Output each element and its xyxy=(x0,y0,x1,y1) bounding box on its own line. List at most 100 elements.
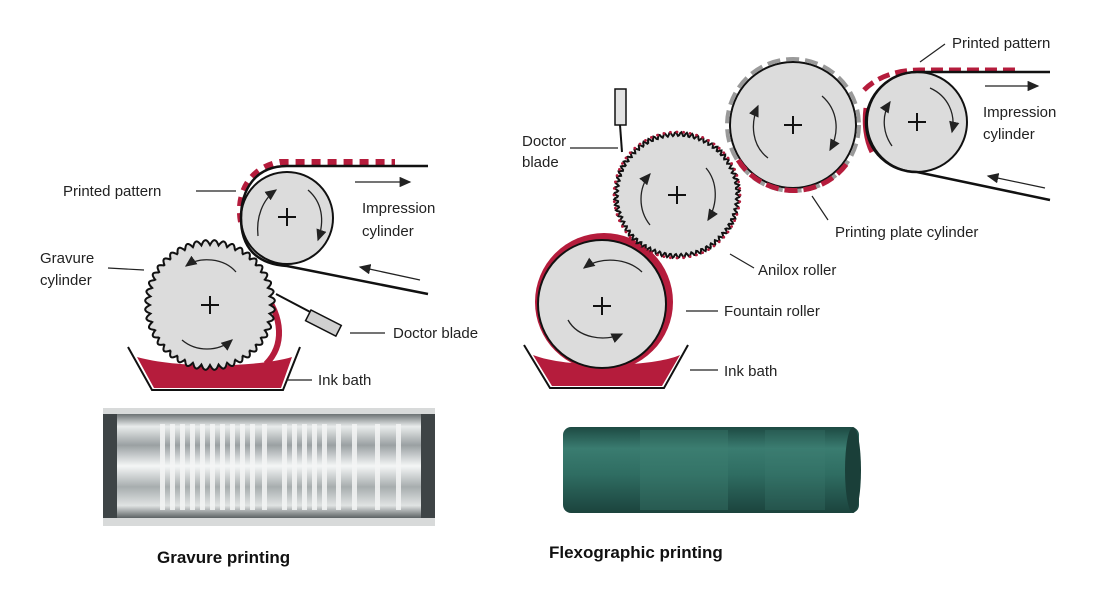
flexo-ink-bath-label: Ink bath xyxy=(724,363,777,380)
engraved-groove xyxy=(220,424,225,510)
anilox-cell xyxy=(737,206,740,210)
engraved-groove xyxy=(200,424,205,510)
anilox-cell xyxy=(738,193,742,197)
flexo-plate-center-icon xyxy=(784,116,802,134)
anilox-cell xyxy=(618,219,621,223)
engraved-groove xyxy=(302,424,307,510)
gravure-impression-label-1: Impression xyxy=(362,200,435,217)
anilox-cell xyxy=(624,156,628,160)
anilox-cell xyxy=(633,240,637,244)
anilox-cell xyxy=(644,248,647,252)
engraved-groove xyxy=(230,424,235,510)
gravure-diagram: Printed pattern Impression cylinder Grav… xyxy=(40,159,478,391)
anilox-cell xyxy=(618,168,621,171)
anilox-cell xyxy=(612,187,616,190)
anilox-cell xyxy=(628,151,632,155)
anilox-cell xyxy=(737,180,740,184)
flexo-printed-pattern xyxy=(862,67,1018,92)
gravure-doctor-blade-icon xyxy=(275,293,343,338)
anilox-cell xyxy=(638,244,642,248)
anilox-cell xyxy=(656,133,659,137)
anilox-cell xyxy=(701,136,704,139)
gravure-caption: Gravure printing xyxy=(157,548,290,567)
flexo-doctor-blade-icon xyxy=(614,88,627,153)
anilox-cell xyxy=(621,162,624,165)
anilox-cell xyxy=(712,244,716,248)
anilox-cell xyxy=(730,225,733,228)
engraved-groove xyxy=(375,424,380,510)
flexo-diagram: Printed pattern Impression cylinder Doct… xyxy=(522,35,1056,389)
anilox-cell xyxy=(656,253,659,257)
anilox-cell xyxy=(726,156,730,160)
engraved-groove xyxy=(170,424,175,510)
anilox-cell xyxy=(682,256,685,260)
gravure-doctor-blade-label: Doctor blade xyxy=(393,325,478,342)
flexo-impression-label-2: cylinder xyxy=(983,126,1035,143)
gravure-cylinder-center-icon xyxy=(201,296,219,314)
anilox-cell xyxy=(615,213,619,216)
flexo-doctor-label-1: Doctor xyxy=(522,133,566,150)
engraved-groove xyxy=(396,424,401,510)
flexo-plate-cylinder-label: Printing plate cylinder xyxy=(835,224,978,241)
anilox-cell xyxy=(615,174,619,177)
anilox-cell xyxy=(726,230,730,234)
flexo-caption: Flexographic printing xyxy=(549,543,723,562)
anilox-cell xyxy=(614,206,617,210)
gravure-cylinder-photo xyxy=(103,408,435,526)
anilox-cell xyxy=(624,230,628,234)
gravure-ink-bath-label: Ink bath xyxy=(318,372,371,389)
anilox-cell xyxy=(669,256,672,260)
engraved-groove xyxy=(210,424,215,510)
flexo-plate-cylinder-photo xyxy=(563,427,861,513)
anilox-cell xyxy=(644,139,647,142)
flexo-anilox-center-icon xyxy=(668,186,686,204)
anilox-cell xyxy=(695,253,698,257)
anilox-cell xyxy=(628,235,632,239)
anilox-cell xyxy=(650,251,653,255)
flexo-anilox-label: Anilox roller xyxy=(758,262,836,279)
engraved-groove xyxy=(352,424,357,510)
anilox-cell xyxy=(707,139,710,142)
anilox-cell xyxy=(717,146,721,150)
anilox-cell xyxy=(633,146,637,150)
engraved-groove xyxy=(160,424,165,510)
engraved-groove xyxy=(336,424,341,510)
anilox-cell xyxy=(707,248,710,252)
anilox-cell xyxy=(612,200,616,204)
engraved-groove xyxy=(180,424,185,510)
anilox-cell xyxy=(662,132,666,135)
engraved-groove xyxy=(282,424,287,510)
anilox-cell xyxy=(733,168,736,171)
anilox-cell xyxy=(675,256,679,260)
anilox-cell xyxy=(638,142,642,146)
anilox-cell xyxy=(738,200,742,204)
anilox-cell xyxy=(717,240,721,244)
anilox-cell xyxy=(722,151,726,155)
flexo-impression-label-1: Impression xyxy=(983,104,1056,121)
anilox-cell xyxy=(675,130,679,134)
anilox-cell xyxy=(662,255,666,258)
anilox-cell xyxy=(712,142,716,146)
flexo-fountain-label: Fountain roller xyxy=(724,303,820,320)
gravure-printed-pattern-label: Printed pattern xyxy=(63,183,161,200)
anilox-cell xyxy=(688,255,692,258)
flexo-substrate-web xyxy=(864,70,1051,202)
anilox-cell xyxy=(682,130,685,134)
gravure-impression-label-2: cylinder xyxy=(362,223,414,240)
anilox-cell xyxy=(621,225,624,228)
flexo-doctor-label-2: blade xyxy=(522,154,559,171)
anilox-cell xyxy=(735,174,739,177)
engraved-groove xyxy=(322,424,327,510)
anilox-cell xyxy=(738,187,742,190)
engraved-groove xyxy=(262,424,267,510)
engraved-groove xyxy=(292,424,297,510)
gravure-ink-bath xyxy=(127,346,301,391)
anilox-cell xyxy=(614,180,617,184)
flexo-printed-pattern-label: Printed pattern xyxy=(952,35,1050,52)
anilox-cell xyxy=(733,219,736,223)
engraved-groove xyxy=(190,424,195,510)
anilox-cell xyxy=(695,133,698,137)
gravure-cylinder-label-2: cylinder xyxy=(40,272,92,289)
engraved-groove xyxy=(240,424,245,510)
anilox-cell xyxy=(612,193,616,197)
